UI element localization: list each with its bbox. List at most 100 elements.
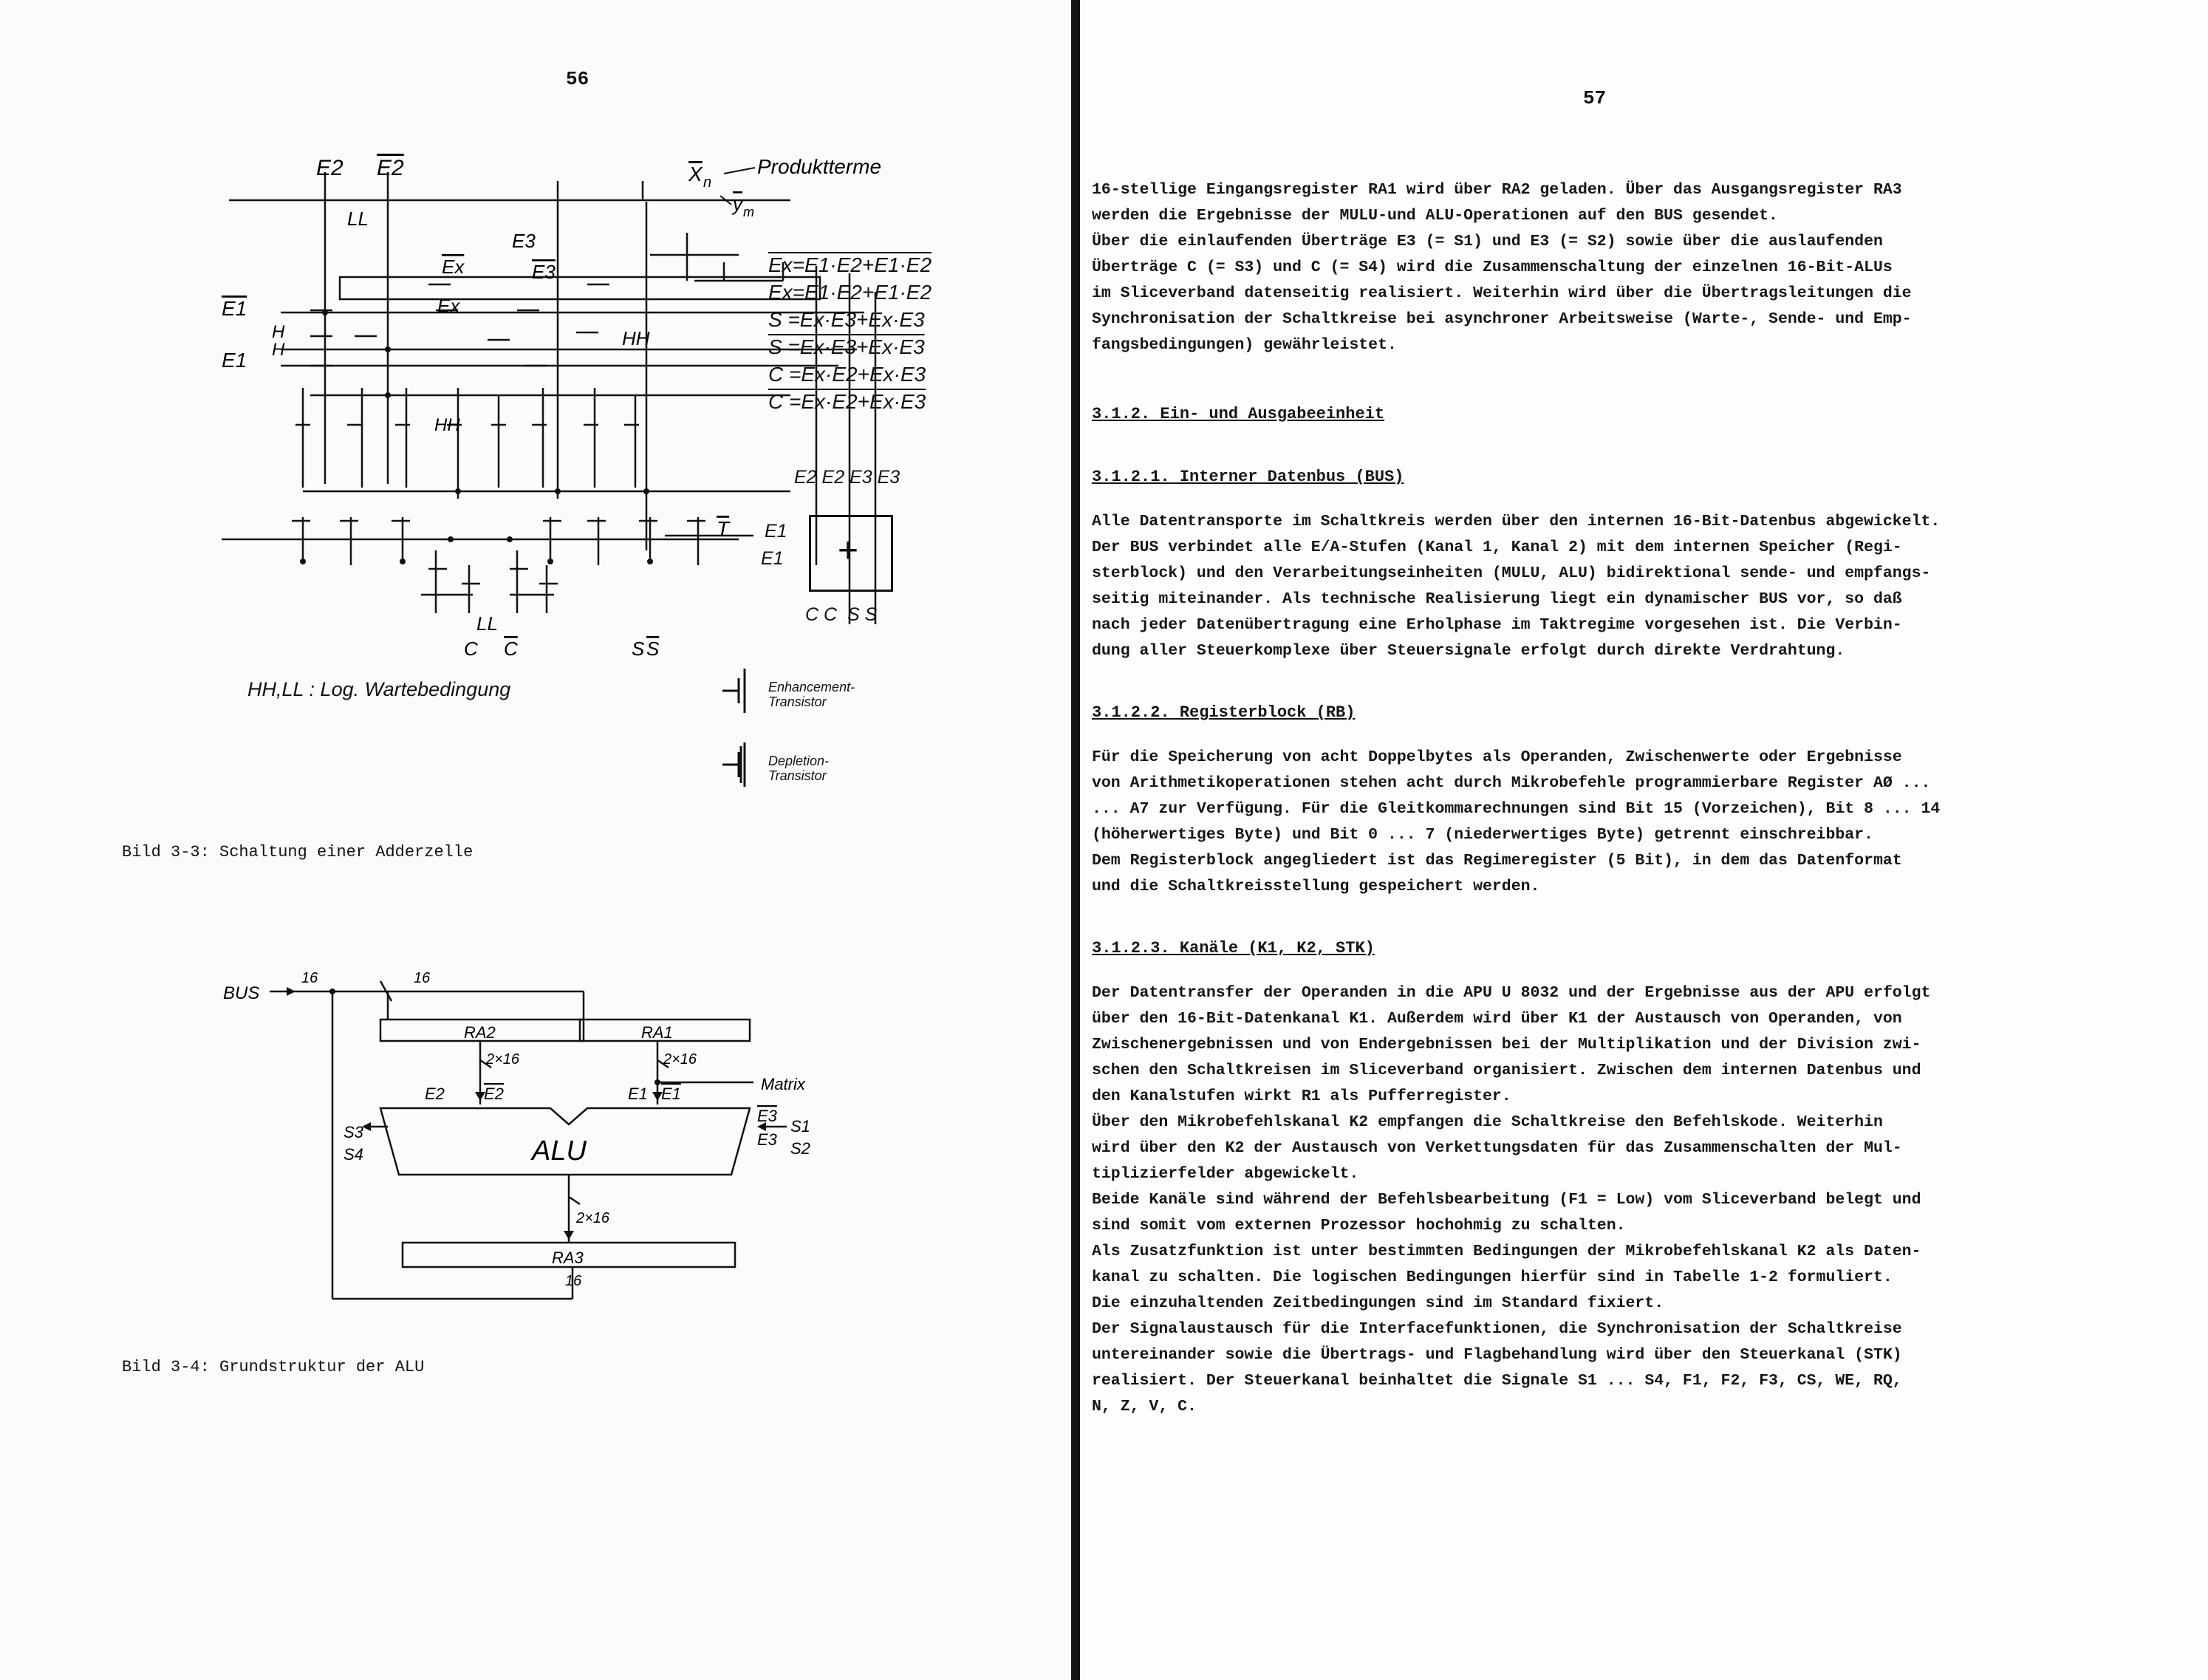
s3-line-6: Über den Mikrobefehlskanal K2 empfangen …: [1092, 1113, 1883, 1131]
alu-label-16-c: 16: [565, 1273, 582, 1289]
s1-line-1: Alle Datentransporte im Schaltkreis werd…: [1092, 513, 1941, 530]
alu-structure-diagram: BUS 16 16 RA2 RA1 2×16 2×16 Matrix E2 E2…: [223, 970, 810, 1300]
label-produktterme: Produktterme: [757, 155, 881, 178]
s3-line-1: Der Datentransfer der Operanden in die A…: [1092, 984, 1931, 1002]
alu-label-2x16-c: 2×16: [575, 1210, 610, 1226]
equation-block: Ex=E1·E2+E1·E2 Ex=E1·E2+E1·E2 S =Ex·E3+E…: [768, 251, 932, 415]
alu-label-2x16-a: 2×16: [485, 1051, 520, 1068]
label-c: C: [464, 638, 478, 660]
s3-line-4: schen den Schaltkreisen im Sliceverband …: [1092, 1062, 1921, 1079]
alu-label-matrix: Matrix: [761, 1075, 806, 1093]
s3-line-15: untereinander sowie die Übertrags- und F…: [1092, 1346, 1902, 1364]
s3-line-16: realisiert. Der Steuerkanal beinhaltet d…: [1092, 1372, 1902, 1390]
label-e2-bar: E2: [377, 156, 404, 180]
book-spine: [1071, 0, 1080, 1680]
alu-label-e3: E3: [757, 1130, 778, 1149]
label-c-bar: C: [504, 638, 518, 660]
s1-line-5: nach jeder Datenübertragung eine Erholph…: [1092, 616, 1902, 634]
section-heading-3-1-2-1: 3.1.2.1. Interner Datenbus (BUS): [1092, 468, 1404, 486]
equation-4: S =Ex·E3+Ex·E3: [768, 335, 925, 358]
intro-line-2: werden die Ergebnisse der MULU-und ALU-O…: [1092, 207, 1778, 225]
label-t-bar: T: [717, 517, 731, 540]
s3-line-2: über den 16-Bit-Datenkanal K1. Außerdem …: [1092, 1010, 1902, 1028]
alu-label-alu: ALU: [530, 1136, 587, 1167]
section-heading-3-1-2: 3.1.2. Ein- und Ausgabeeinheit: [1092, 405, 1385, 423]
s2-line-4: (höherwertiges Byte) und Bit 0 ... 7 (ni…: [1092, 826, 1873, 844]
alu-label-2x16-b: 2×16: [663, 1051, 697, 1068]
intro-paragraph: 16-stellige Eingangsregister RA1 wird üb…: [1092, 177, 2052, 358]
s2-line-5: Dem Registerblock angegliedert ist das R…: [1092, 852, 1902, 870]
intro-line-7: fangsbedingungen) gewährleistet.: [1092, 336, 1397, 354]
label-hh-right: HH: [622, 327, 650, 349]
label-h2: H: [272, 340, 285, 360]
alu-label-bus: BUS: [223, 983, 259, 1003]
s3-line-11: Als Zusatzfunktion ist unter bestimmten …: [1092, 1243, 1921, 1260]
intro-line-3: Über die einlaufenden Überträge E3 (= S1…: [1092, 233, 1883, 250]
page-number-56: 56: [566, 68, 589, 90]
alu-label-ra3: RA3: [552, 1249, 584, 1267]
label-s: S: [632, 638, 645, 660]
alu-label-e1: E1: [628, 1085, 648, 1103]
alu-label-s3: S3: [343, 1123, 364, 1141]
transistor-legend-symbols: [722, 669, 746, 787]
s3-line-14: Der Signalaustausch für die Interfacefun…: [1092, 1320, 1902, 1338]
label-xn-sub: n: [703, 174, 711, 191]
depletion-transistor-label: Depletion-Transistor: [768, 754, 830, 783]
alu-label-ra1: RA1: [641, 1023, 673, 1042]
s3-line-9: Beide Kanäle sind während der Befehlsbea…: [1092, 1191, 1921, 1209]
alu-label-e3-bar: E3: [757, 1107, 778, 1125]
alu-label-e2: E2: [425, 1085, 445, 1103]
adder-symbol-left-2: E1: [761, 548, 784, 569]
intro-line-1: 16-stellige Eingangsregister RA1 wird üb…: [1092, 181, 1902, 199]
caption-bild-3-4: Bild 3-4: Grundstruktur der ALU: [122, 1358, 425, 1376]
adder-symbol-left-1: E1: [765, 521, 787, 542]
s2-line-6: und die Schaltkreisstellung gespeichert …: [1092, 878, 1540, 895]
label-e3-bar: E3: [532, 261, 556, 283]
s3-line-17: N, Z, V, C.: [1092, 1398, 1197, 1416]
label-ym-sub: m: [743, 205, 754, 219]
label-h1: H: [272, 322, 285, 342]
label-xn: X: [688, 163, 703, 185]
alu-label-e2-bar: E2: [484, 1085, 504, 1103]
equation-6: C =Ex·E2+Ex·E3: [768, 390, 926, 413]
alu-label-16-b: 16: [414, 970, 431, 986]
intro-line-4: Überträge C (= S3) und C (= S4) wird die…: [1092, 259, 1893, 276]
section-3-1-2-1-body: Alle Datentransporte im Schaltkreis werd…: [1092, 509, 2052, 664]
adder-symbol-top-labels: E2 E2 E3 E3: [794, 467, 900, 488]
label-e3: E3: [512, 230, 536, 252]
label-ym: y: [731, 193, 744, 215]
adder-cell-circuit: E2 E2 LL X n Produktterme y m E3 E3 Ex E…: [222, 155, 881, 660]
enhancement-transistor-label: Enhancement-Transistor: [768, 680, 855, 709]
s3-line-12: kanal zu schalten. Die logischen Bedingu…: [1092, 1268, 1893, 1286]
intro-line-5: im Sliceverband datenseitig realisiert. …: [1092, 284, 1912, 302]
intro-line-6: Synchronisation der Schaltkreise bei asy…: [1092, 310, 1912, 328]
label-e2: E2: [316, 156, 343, 180]
label-ex: Ex: [437, 295, 460, 317]
s3-line-5: den Kanalstufen wirkt R1 als Pufferregis…: [1092, 1087, 1511, 1105]
adder-symbol-box: +: [809, 515, 893, 592]
s2-line-2: von Arithmetikoperationen stehen acht du…: [1092, 774, 1931, 792]
label-e1-bar: E1: [222, 297, 247, 320]
alu-label-s4: S4: [343, 1145, 363, 1164]
s2-line-1: Für die Speicherung von acht Doppelbytes…: [1092, 748, 1902, 766]
s3-line-10: sind somit vom externen Prozessor hochoh…: [1092, 1217, 1626, 1235]
right-page: [1080, 0, 2208, 1680]
label-ex-bar: Ex: [442, 256, 465, 278]
equation-2: Ex=E1·E2+E1·E2: [768, 281, 932, 304]
section-3-1-2-3-body: Der Datentransfer der Operanden in die A…: [1092, 980, 2052, 1420]
caption-bild-3-3: Bild 3-3: Schaltung einer Adderzelle: [122, 843, 474, 861]
alu-label-s2: S2: [790, 1139, 810, 1158]
right-page-text: 16-stellige Eingangsregister RA1 wird üb…: [1092, 177, 2052, 1420]
equation-1: Ex=E1·E2+E1·E2: [768, 253, 932, 276]
s1-line-4: seitig miteinander. Als technische Reali…: [1092, 590, 1902, 608]
left-page: 56: [0, 0, 1071, 1680]
s1-line-6: dung aller Steuerkomplexe über Steuersig…: [1092, 642, 1845, 660]
label-s-bar: S: [646, 638, 660, 660]
s1-line-3: sterblock) und den Verarbeitungseinheite…: [1092, 564, 1931, 582]
label-e1: E1: [222, 349, 247, 372]
s3-line-7: wird über den K2 der Austausch von Verke…: [1092, 1139, 1902, 1157]
s3-line-13: Die einzuhaltenden Zeitbedingungen sind …: [1092, 1294, 1664, 1312]
section-heading-3-1-2-3: 3.1.2.3. Kanäle (K1, K2, STK): [1092, 939, 1375, 957]
equation-5: C =Ex·E2+Ex·E3: [768, 363, 926, 386]
label-ll-bottom: LL: [476, 612, 498, 635]
